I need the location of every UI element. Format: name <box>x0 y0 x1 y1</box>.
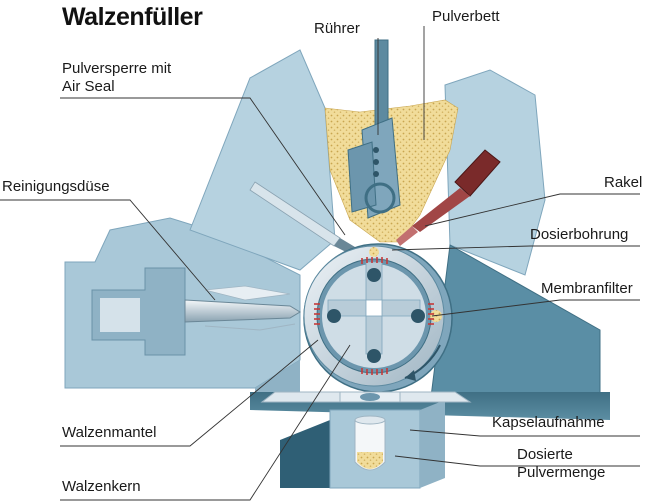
capsule <box>339 391 401 471</box>
scraper <box>396 149 501 246</box>
leader-lines <box>0 26 640 501</box>
stirrer <box>347 39 401 219</box>
label-dosierte-line2: Pulvermenge <box>517 464 606 481</box>
label-pulversperre-line2: Air Seal <box>62 78 115 95</box>
label-membranfilter: Membranfilter <box>541 280 633 297</box>
label-rakel: Rakel <box>604 174 643 191</box>
label-pulversperre-line1: Pulversperre mit <box>62 60 172 77</box>
label-reinigungsduese: Reinigungsdüse <box>2 178 110 195</box>
housing-body <box>64 49 610 489</box>
label-kapselaufnahme: Kapselaufnahme <box>492 414 605 431</box>
page-title: Walzenfüller <box>62 3 203 31</box>
roller <box>303 243 453 393</box>
label-walzenkern: Walzenkern <box>62 478 141 495</box>
label-ruehrer: Rührer <box>314 20 360 37</box>
nozzle-housing <box>91 267 186 356</box>
label-dosierte-line1: Dosierte <box>517 446 573 463</box>
label-dosierbohrung: Dosierbohrung <box>530 226 629 243</box>
cleaning-nozzle <box>184 285 301 331</box>
label-walzenmantel: Walzenmantel <box>62 424 157 441</box>
label-pulverbett: Pulverbett <box>432 8 500 25</box>
